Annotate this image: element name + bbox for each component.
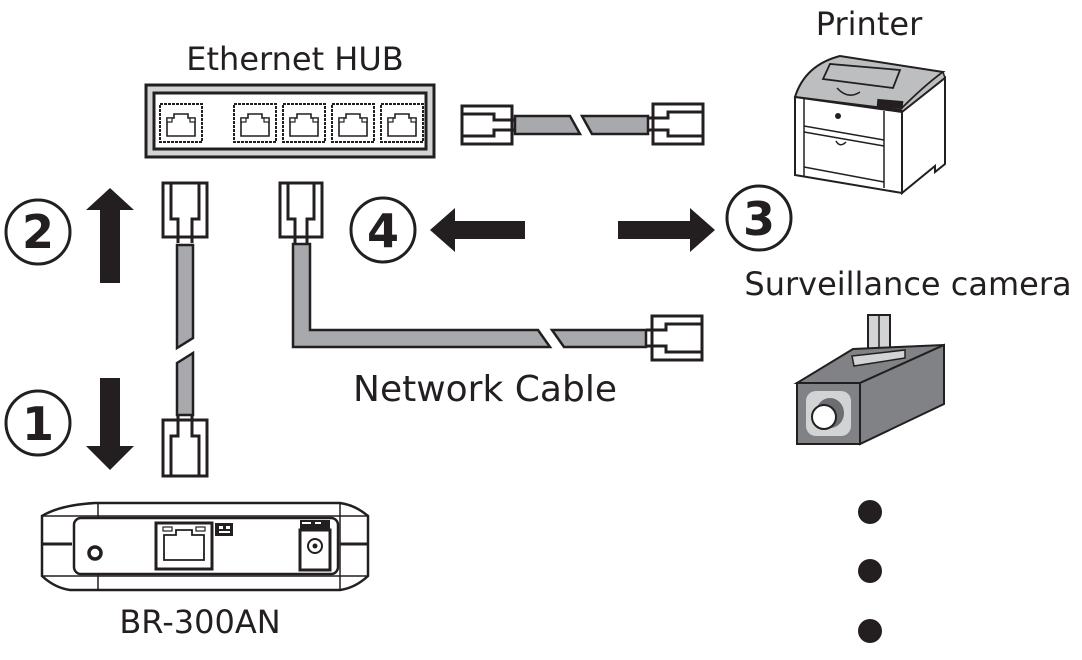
camera-label: Surveillance camera [744, 265, 1071, 303]
arrow-right-icon [618, 208, 715, 252]
step-3-marker: 3 [725, 184, 793, 252]
arrow-left-icon [430, 208, 525, 252]
step-3-number: 3 [743, 192, 775, 246]
network-cable-label: Network Cable [353, 369, 617, 410]
printer-label: Printer [816, 5, 923, 43]
hub-port-2-icon [233, 103, 277, 143]
device-cable [161, 181, 209, 478]
device-lan-port-icon [154, 521, 214, 571]
ellipsis-dot-1 [858, 500, 882, 524]
printer-icon [793, 54, 946, 196]
hub-port-4-icon [331, 103, 375, 143]
step-2-marker: 2 [4, 198, 72, 266]
arrow-down-icon [86, 378, 134, 470]
ethernet-hub [144, 83, 436, 159]
step-1-number: 1 [22, 397, 54, 451]
camera-cable [278, 181, 704, 362]
printer-cable [460, 102, 705, 146]
power-jack-icon [298, 520, 332, 572]
network-symbol-icon [215, 523, 233, 536]
arrow-up-icon [86, 188, 134, 283]
br-300an-device [40, 501, 370, 592]
hub-label: Ethernet HUB [186, 40, 403, 78]
step-4-marker: 4 [349, 196, 417, 264]
device-label: BR-300AN [119, 603, 280, 641]
step-2-number: 2 [22, 205, 54, 259]
surveillance-camera-icon [793, 314, 945, 446]
step-1-marker: 1 [4, 389, 72, 457]
ellipsis-dot-3 [858, 619, 882, 643]
hub-port-5-icon [380, 103, 424, 143]
step-4-number: 4 [367, 204, 399, 258]
reset-button-icon [87, 545, 103, 561]
more-devices-ellipsis [858, 500, 882, 643]
hub-port-3-icon [282, 103, 326, 143]
ellipsis-dot-2 [858, 559, 882, 583]
hub-port-1-icon [159, 103, 203, 143]
